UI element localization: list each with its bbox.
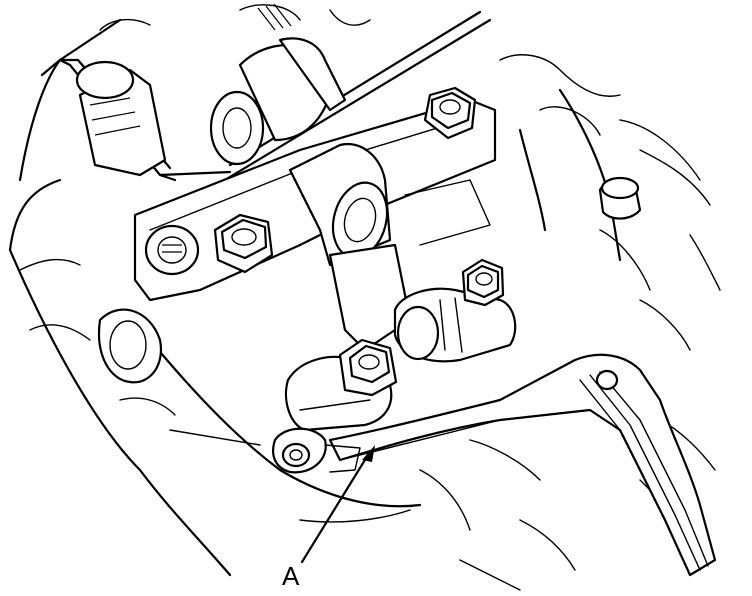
camshaft [75,3,347,177]
flange-bolt-lower [272,427,361,474]
callout-label-a: A [282,561,300,591]
bolt-hole-left [144,224,200,276]
adjusting-screw-rear [461,258,505,307]
cylinder-head-casting [8,4,721,591]
bolt-right-cover [598,176,642,220]
spark-plug-tube [97,308,163,384]
rocker-arm-rear [393,287,517,363]
bolt-center [213,213,274,274]
feeler-gauge [328,353,717,577]
bolt-upper-right [423,86,477,140]
callout-a-leader [300,445,375,564]
adjusting-screw-front [338,338,398,397]
